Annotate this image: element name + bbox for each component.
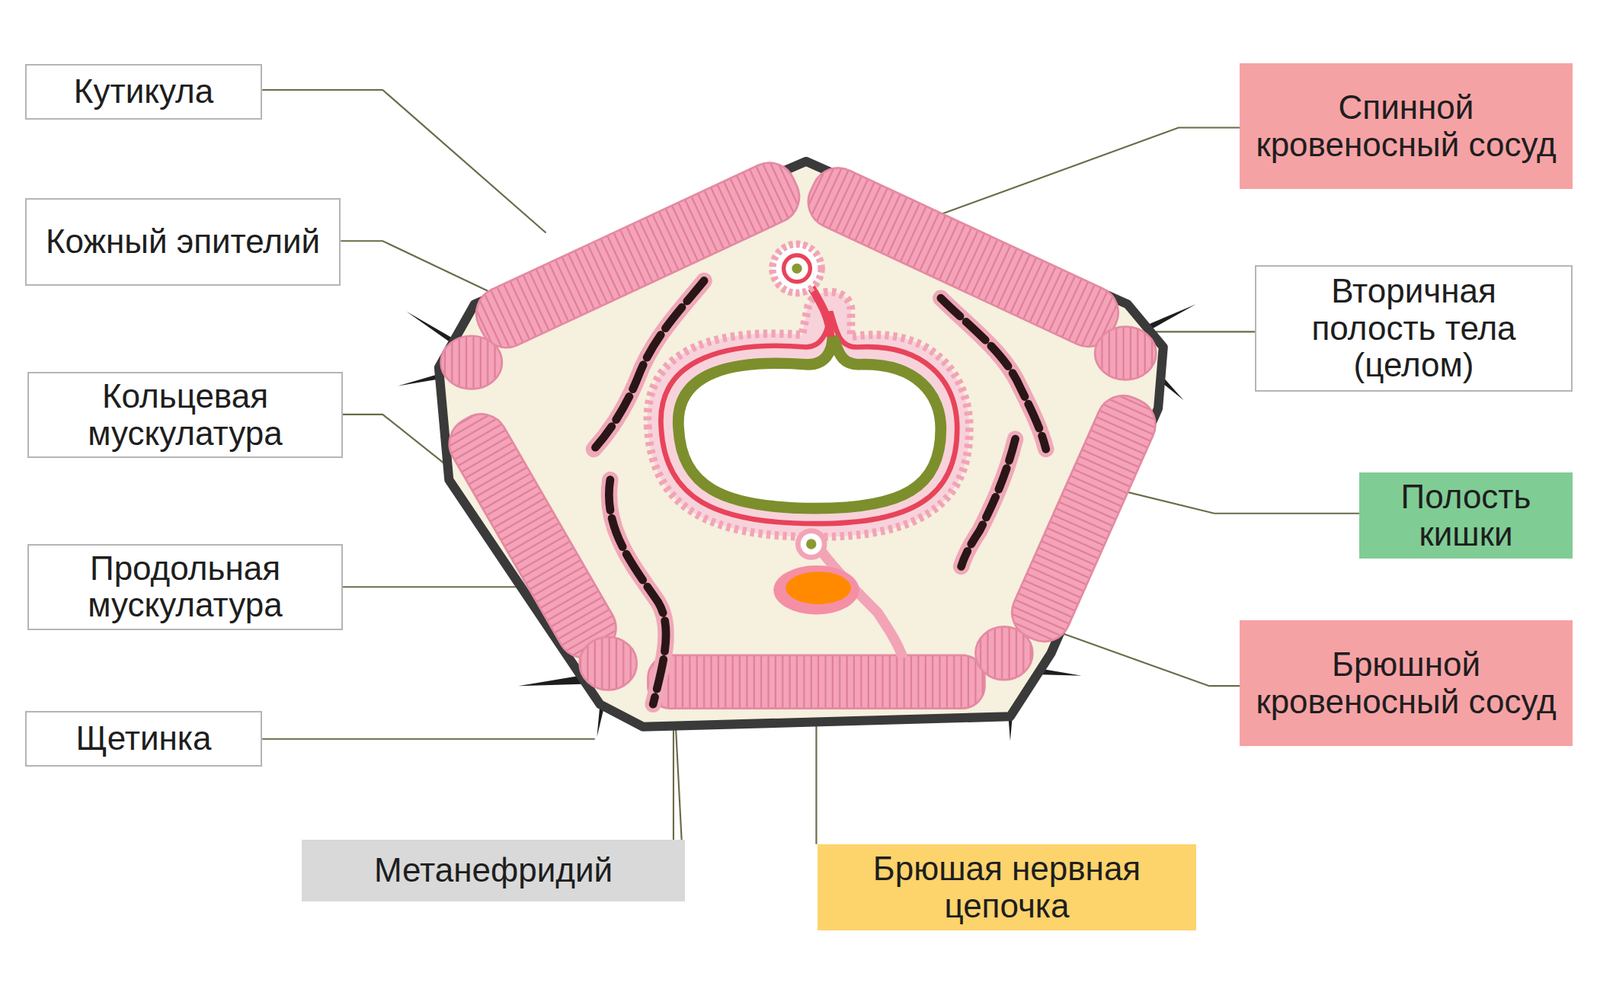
label-text: Кутикула xyxy=(73,73,214,110)
label-box: Вторичная полость тела (целом) xyxy=(1254,265,1573,392)
label-text: Брюшая нервная цепочка xyxy=(829,850,1184,925)
label-text: Кольцевая мускулатура xyxy=(39,377,331,452)
label-box: Метанефридий xyxy=(301,839,685,902)
label-box: Спинной кровеносный сосуд xyxy=(1239,63,1573,189)
label-text: Метанефридий xyxy=(374,851,613,889)
label-box: Кольцевая мускулатура xyxy=(27,371,343,458)
label-box: Кожный эпителий xyxy=(25,198,341,286)
dorsal-vessel xyxy=(772,243,822,293)
label-box: Брюшая нервная цепочка xyxy=(817,844,1197,931)
muscle-bands xyxy=(439,153,1164,708)
label-text: Спинной кровеносный сосуд xyxy=(1251,89,1561,164)
label-text: Кожный эпителий xyxy=(45,223,320,260)
label-text: Продольная мускулатура xyxy=(39,550,331,624)
intestine xyxy=(647,277,970,537)
body-wall xyxy=(438,161,1164,727)
label-text: Щетинка xyxy=(76,720,212,757)
label-text: Полость кишки xyxy=(1371,478,1561,553)
leader-lines xyxy=(262,89,1360,845)
metanephridia xyxy=(593,280,1046,704)
label-box: Брюшной кровеносный сосуд xyxy=(1239,620,1573,746)
label-text: Вторичная полость тела (целом) xyxy=(1267,272,1561,384)
label-box: Кутикула xyxy=(25,64,263,120)
label-box: Продольная мускулатура xyxy=(27,544,343,631)
label-text: Брюшной кровеносный сосуд xyxy=(1251,646,1561,720)
nerve-cord xyxy=(773,565,860,615)
label-box: Щетинка xyxy=(25,710,263,767)
label-box: Полость кишки xyxy=(1359,472,1573,559)
